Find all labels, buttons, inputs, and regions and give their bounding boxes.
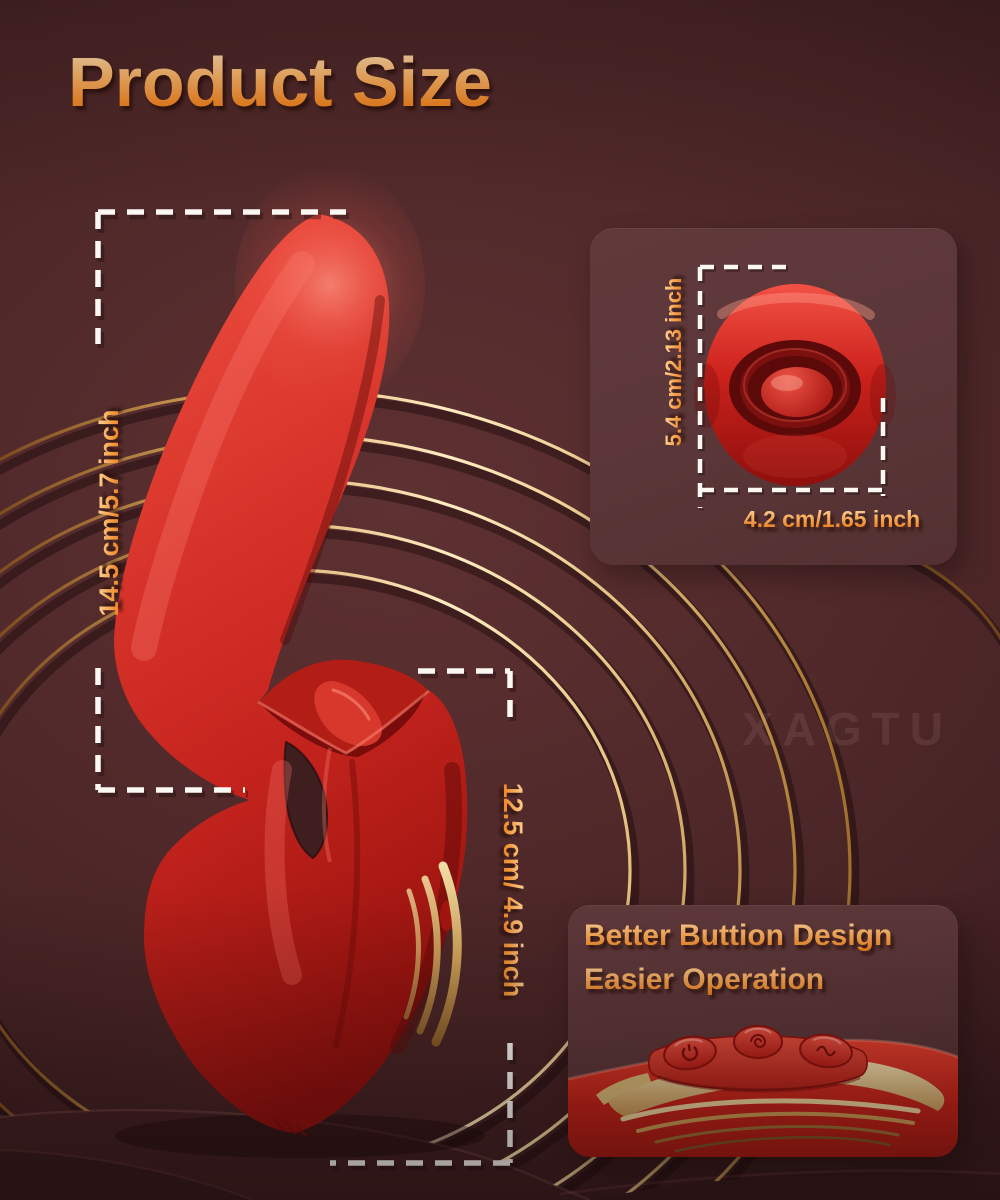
rose-icon: [750, 1034, 767, 1048]
gold-shell-wave: [654, 1125, 900, 1144]
tongue: [314, 681, 382, 746]
cup-crease: [333, 759, 361, 1048]
head-dimension-bracket: [697, 264, 888, 510]
head-pinch-right: [870, 364, 896, 428]
head-highlight: [235, 165, 425, 405]
wave-icon: [816, 1045, 836, 1057]
shaft-highlight: [131, 251, 315, 661]
tip-pleats: [271, 1115, 307, 1137]
head-ridge-highlight: [743, 348, 847, 422]
head-nub: [761, 367, 833, 417]
suction-head: [694, 284, 896, 486]
feature-title-line2: Easier Operation: [584, 957, 824, 1002]
shaft-shade: [280, 295, 385, 645]
gold-shell-accent: [403, 888, 421, 1020]
power-button: [663, 1035, 717, 1071]
gold-shell-wave: [636, 1111, 915, 1133]
head-top-highlight: [717, 292, 875, 320]
cup-highlight: [264, 760, 302, 985]
platform-ridge-highlight: [0, 1149, 253, 1200]
platform-right: [590, 1173, 1000, 1200]
gold-shell-accent: [431, 861, 462, 1047]
platform-ridge-highlight: [0, 1108, 591, 1200]
head-inset-panel: 5.4 cm/2.13 inch 4.2 cm/1.65 inch: [590, 228, 957, 565]
mouth-cavity: [262, 693, 425, 757]
gold-shell-tab: [596, 1073, 652, 1105]
device-closeup: [568, 1025, 958, 1157]
gold-shell-wave: [674, 1136, 892, 1153]
head-closeup-canvas: [694, 264, 896, 510]
total-length-bracket: [95, 209, 349, 798]
wave-button: [799, 1033, 853, 1069]
page-title: Product Size: [68, 45, 492, 120]
buttons-closeup-canvas: [568, 1025, 958, 1157]
rose-button: [733, 1025, 783, 1059]
brand-watermark: XAGTU: [742, 702, 953, 756]
body-length-bracket: [330, 668, 517, 1171]
platform: [0, 1108, 1000, 1200]
gold-shell-accent: [416, 875, 441, 1035]
head-chin-light: [743, 434, 847, 478]
product: [114, 165, 485, 1158]
feature-title-line1: Better Buttion Design: [584, 913, 892, 958]
cup-wall-edge: [322, 747, 332, 863]
head-nub-highlight: [771, 375, 803, 391]
platform-ridge-highlight: [559, 1169, 1000, 1196]
product-shadow: [115, 1114, 485, 1158]
bar-shadow: [657, 1075, 861, 1093]
head-ridge: [740, 348, 850, 428]
handle-gap: [283, 740, 329, 860]
power-icon: [681, 1043, 699, 1061]
gold-shell-wave: [620, 1098, 921, 1122]
platform-front-left: [0, 1150, 252, 1200]
tongue-highlight: [331, 688, 371, 721]
feature-panel: Better Buttion Design Easier Operation: [568, 905, 958, 1157]
rim-highlight: [257, 689, 430, 755]
product-body: [114, 214, 468, 1133]
label-head-width: 4.2 cm/1.65 inch: [717, 505, 947, 533]
